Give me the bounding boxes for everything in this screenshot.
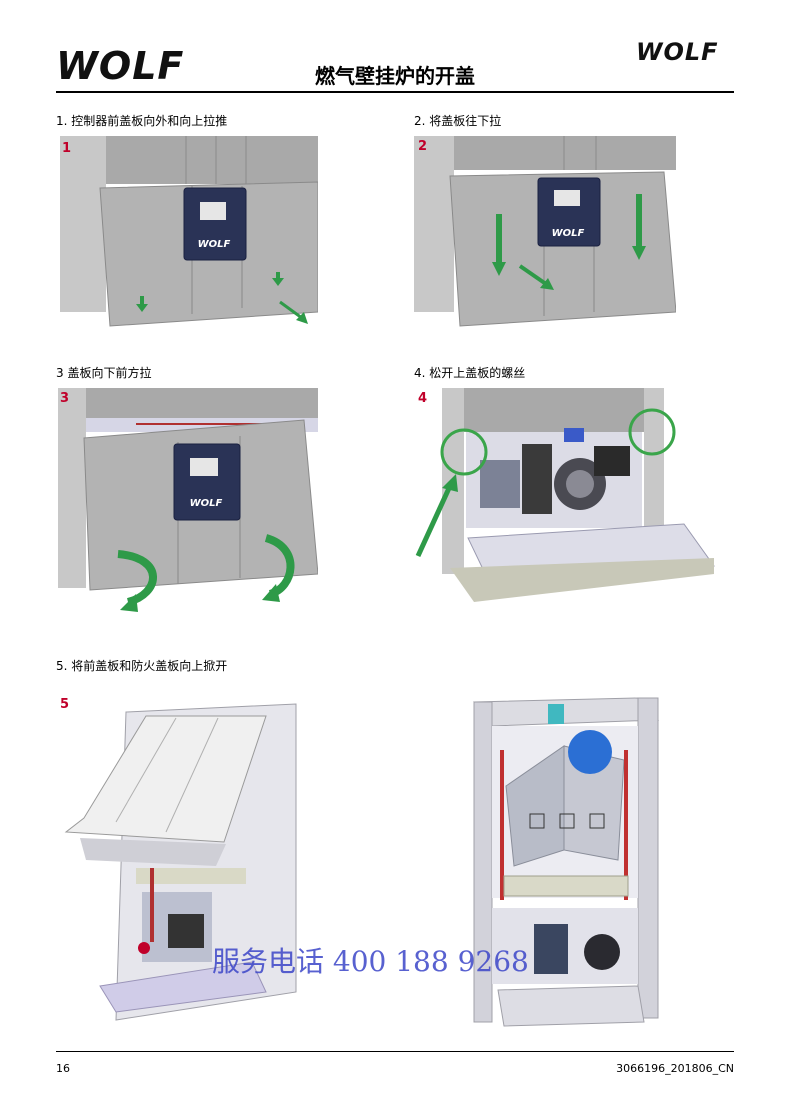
step-2-badge: 2 (418, 139, 427, 154)
page-number: 16 (56, 1062, 70, 1075)
document-code: 3066196_201806_CN (616, 1062, 734, 1075)
service-hotline-watermark: 服务电话 400 188 9268 (212, 945, 529, 978)
logo-left-text: WOLF (56, 44, 185, 88)
step-2-illustration: WOLF 2 (414, 136, 676, 328)
step-4-illustration: 4 (414, 388, 720, 610)
step-3-caption: 3 盖板向下前方拉 (56, 366, 152, 380)
step-1-caption: 1. 控制器前盖板向外和向上拉推 (56, 114, 228, 128)
step-1-illustration: WOLF 1 (56, 136, 318, 328)
wolf-logo-left: WOLF (56, 44, 186, 88)
step-3-badge: 3 (60, 391, 69, 406)
wolf-logo-right: WOLF (636, 40, 722, 64)
footer-divider (56, 1051, 734, 1052)
step-5-caption: 5. 将前盖板和防火盖板向上掀开 (56, 659, 228, 673)
svg-text:WOLF: WOLF (190, 498, 223, 509)
step-4-caption: 4. 松开上盖板的螺丝 (414, 366, 526, 380)
step-1-badge: 1 (62, 141, 71, 156)
svg-text:WOLF: WOLF (198, 239, 231, 250)
step-5-illustration-right (468, 690, 664, 1034)
step-2-caption: 2. 将盖板往下拉 (414, 114, 502, 128)
step-5-illustration-left: 5 (56, 692, 318, 1032)
page-title: 燃气壁挂炉的开盖 (315, 64, 475, 88)
logo-right-text: WOLF (636, 38, 719, 66)
step-5-badge: 5 (60, 697, 69, 712)
step-3-illustration: WOLF 3 (56, 388, 318, 616)
svg-text:WOLF: WOLF (552, 228, 585, 239)
header-divider (56, 91, 734, 93)
step-4-badge: 4 (418, 391, 427, 406)
